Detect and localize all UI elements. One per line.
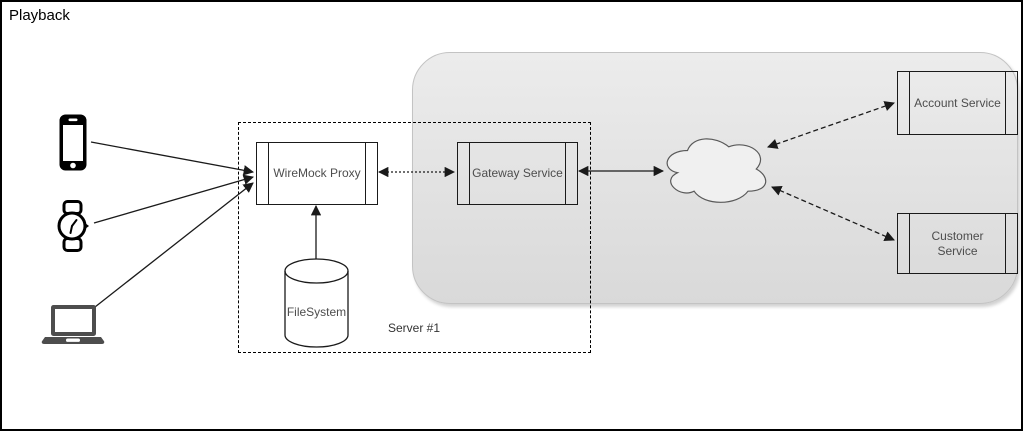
account-service-label: Account Service — [914, 95, 1001, 110]
server-group-label: Server #1 — [388, 321, 441, 335]
account-service-node: Account Service — [897, 71, 1018, 135]
edge-smartwatch-to-wiremock — [93, 174, 254, 224]
smartphone-icon — [59, 114, 87, 171]
smartwatch-icon — [57, 200, 89, 252]
customer-service-node: Customer Service — [897, 213, 1018, 274]
edge-smartphone-to-wiremock — [90, 141, 255, 176]
wiremock-proxy-label: WireMock Proxy — [273, 166, 361, 180]
wiremock-proxy-node: WireMock Proxy — [256, 142, 378, 205]
filesystem-label: FileSystem — [286, 305, 347, 319]
diagram-title: Playback — [9, 7, 70, 24]
customer-service-label: Customer Service — [931, 228, 984, 258]
edge-laptop-to-wiremock — [94, 182, 254, 308]
gateway-service-node: Gateway Service — [457, 142, 578, 205]
database-cylinder-icon — [284, 258, 349, 348]
laptop-icon — [41, 305, 105, 344]
gateway-service-label: Gateway Service — [472, 166, 563, 180]
cloud-icon — [666, 138, 767, 203]
